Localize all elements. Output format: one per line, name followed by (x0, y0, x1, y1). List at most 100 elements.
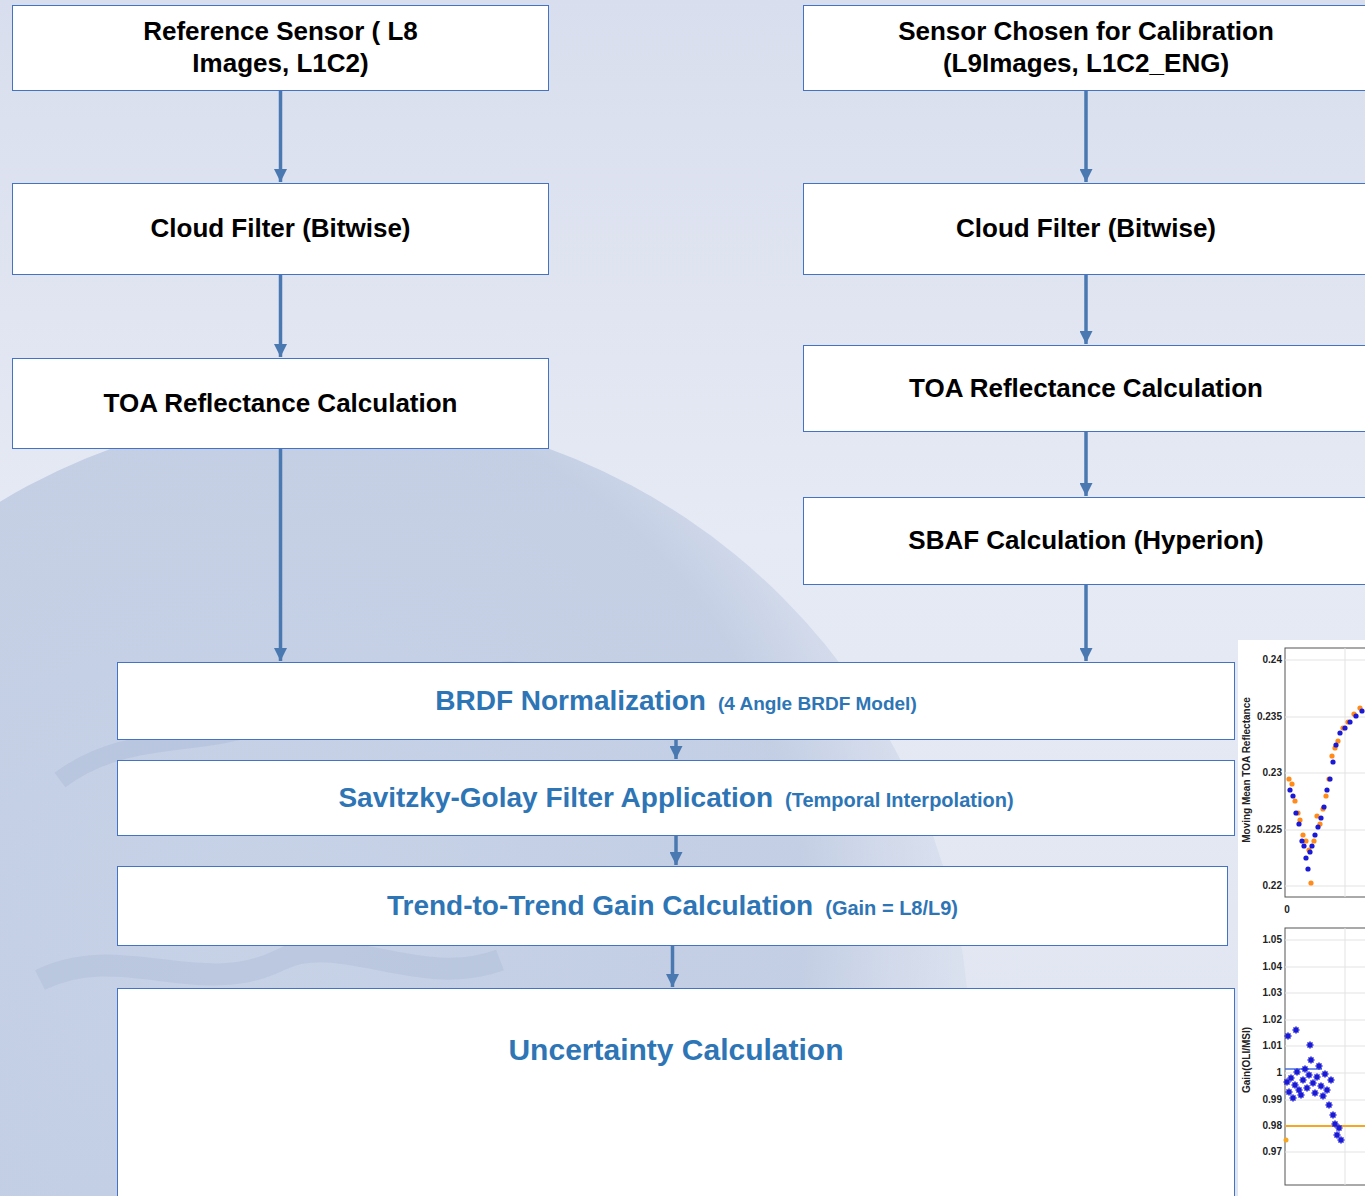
step-title: Uncertainty Calculation (508, 1033, 843, 1067)
chart-mark (1330, 1112, 1337, 1119)
chart-mark (1285, 1046, 1365, 1047)
axis-title: Gain(OLI/MSI) (1242, 1027, 1252, 1093)
chart-mark (1301, 843, 1306, 848)
chart-mark (1288, 1075, 1295, 1082)
chart-mark (1285, 928, 1365, 1185)
chart-mark (1287, 708, 1364, 871)
chart-mark (1285, 660, 1365, 661)
process-box: Reference Sensor ( L8 Images, L1C2) (12, 5, 549, 91)
chart-mark (1307, 849, 1312, 854)
chart-mark (1299, 838, 1304, 843)
chart-mark (1287, 787, 1292, 792)
chart-mark (1359, 708, 1364, 713)
chart-mark (1284, 1027, 1345, 1144)
chart-mark (1336, 1125, 1343, 1132)
axis-tick-label: 1 (1276, 1068, 1282, 1078)
flow-arrow (1084, 585, 1088, 661)
chart-mark (1285, 1125, 1365, 1127)
chart-mark (1285, 773, 1365, 774)
chart-mark (1285, 993, 1365, 994)
chart-mark (40, 951, 500, 980)
chart-mark (1289, 781, 1294, 786)
chart-mark (1285, 648, 1365, 897)
step-title: Cloud Filter (Bitwise) (956, 213, 1216, 245)
bottom-plot (1284, 928, 1365, 1185)
axis-tick-label: 0.235 (1257, 712, 1282, 722)
step-title: Cloud Filter (Bitwise) (151, 213, 411, 245)
axis-tick-label: 0.97 (1263, 1147, 1282, 1157)
chart-mark (1337, 730, 1342, 735)
axis-tick-label: 1.01 (1263, 1041, 1282, 1051)
chart-mark (1303, 855, 1308, 860)
axis-tick-label: 1.03 (1263, 988, 1282, 998)
chart-mark (1293, 810, 1298, 815)
chart-mark (1285, 1033, 1292, 1040)
chart-mark (1292, 798, 1297, 803)
chart-mark (1302, 1066, 1309, 1073)
chart-mark (1318, 1083, 1325, 1090)
chart-mark (1296, 821, 1301, 826)
chart-mark (1311, 838, 1316, 843)
axis-tick-label: 0.225 (1257, 825, 1282, 835)
chart-mark (1286, 705, 1362, 885)
chart-mark (1333, 742, 1338, 747)
chart-mark (1314, 1074, 1321, 1081)
axis-tick-label: 0.98 (1263, 1121, 1282, 1131)
axis-tick-label: 0.23 (1263, 768, 1282, 778)
chart-mark (1308, 1057, 1315, 1064)
chart-mark (1294, 1069, 1301, 1076)
step-note: (Gain = L8/L9) (825, 897, 958, 920)
axis-tick-label: 0.22 (1263, 881, 1282, 891)
axis-title: Moving Mean TOA Reflectance (1242, 697, 1252, 843)
chart-inset (1238, 640, 1365, 1196)
chart-mark (1327, 776, 1332, 781)
chart-mark (1324, 787, 1329, 792)
process-box: TOA Reflectance Calculation (803, 345, 1365, 432)
process-box: Cloud Filter (Bitwise) (803, 183, 1365, 275)
chart-mark (1345, 648, 1346, 897)
chart-mark (1309, 843, 1314, 848)
chart-mark (1312, 832, 1317, 837)
chart-mark (1285, 648, 1365, 897)
chart-mark (1324, 1087, 1331, 1094)
step-title: TOA Reflectance Calculation (104, 388, 458, 420)
process-box: Sensor Chosen for Calibration (L9Images,… (803, 5, 1365, 91)
process-box: TOA Reflectance Calculation (12, 358, 549, 449)
chart-mark (1329, 753, 1334, 758)
chart-mark (1307, 1042, 1314, 1049)
chart-mark (1330, 759, 1335, 764)
chart-mark (1290, 793, 1295, 798)
stage-box: Trend-to-Trend Gain Calculation (Gain = L… (117, 866, 1228, 946)
chart-mark (1310, 1080, 1317, 1087)
step-note: (Temporal Interpolation) (785, 789, 1014, 812)
chart-mark (1300, 832, 1305, 837)
step-title: Trend-to-Trend Gain Calculation (387, 890, 813, 922)
step-title: Reference Sensor ( L8 Images, L1C2) (131, 16, 431, 79)
axis-tick-label: 0 (1284, 905, 1290, 915)
chart-mark (1312, 1090, 1319, 1097)
flow-arrow (1084, 91, 1088, 182)
chart-mark (1315, 824, 1320, 829)
chart-mark (1316, 1063, 1323, 1070)
flow-arrow (279, 91, 283, 182)
chart-mark (1338, 1137, 1345, 1144)
chart-mark (1326, 1102, 1333, 1109)
chart-mark (1285, 830, 1365, 831)
chart-mark (1286, 1089, 1293, 1096)
chart-mark (1285, 886, 1365, 887)
step-title: Savitzky-Golay Filter Application (338, 782, 773, 814)
chart-mark (1285, 717, 1365, 718)
chart-mark (1293, 1027, 1300, 1034)
chart-mark (1342, 725, 1347, 730)
axis-tick-label: 0.24 (1263, 655, 1282, 665)
chart-mark (1285, 1100, 1365, 1101)
stage-box: Savitzky-Golay Filter Application (Tempor… (117, 760, 1235, 836)
step-title: BRDF Normalization (435, 685, 706, 717)
chart-mark (1328, 1077, 1335, 1084)
chart-mark (1326, 776, 1331, 781)
step-note: (4 Angle BRDF Model) (718, 693, 917, 715)
chart-mark (1323, 793, 1328, 798)
flow-arrow (671, 946, 675, 987)
chart-mark (1304, 1085, 1311, 1092)
